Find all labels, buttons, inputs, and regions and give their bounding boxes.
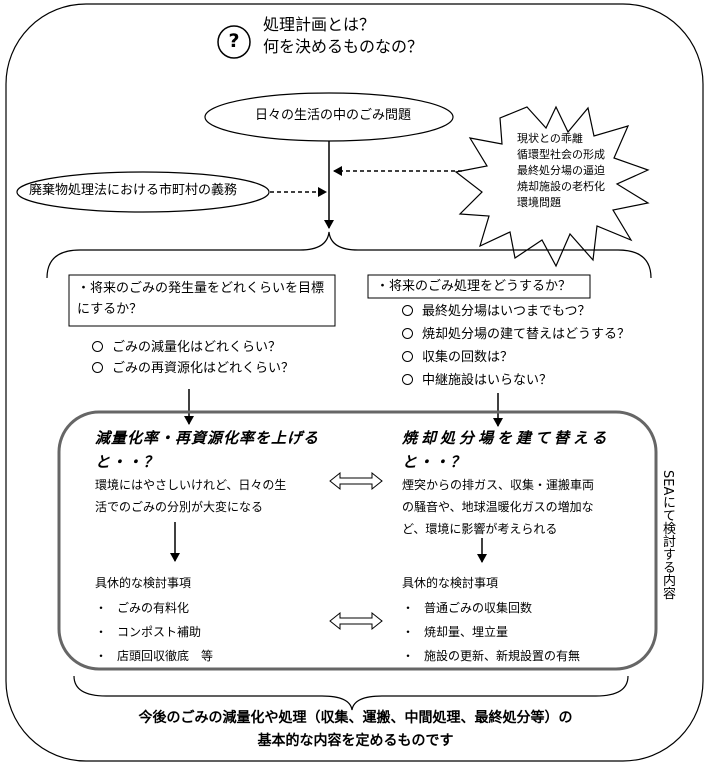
panel-left-item-text: 店頭回収徹底 等 xyxy=(117,649,214,663)
panel-left-heading2: と・・？ xyxy=(95,453,160,471)
upper-brace xyxy=(46,231,652,279)
bullet-dot-icon: ・ xyxy=(402,601,415,615)
burst-item: 循環型社会の形成 xyxy=(517,148,605,161)
panel-right-item: ・焼却量、埋立量 xyxy=(402,625,509,640)
circle-bullet-icon xyxy=(402,351,413,362)
right-bullet: 最終処分場はいつまでもつ？ xyxy=(402,304,591,320)
panel-left-item: ・ごみの有料化 xyxy=(95,601,190,616)
law-ellipse-label: 廃棄物処理法における市町村の義務 xyxy=(29,183,238,198)
panel-left-item: ・店頭回収徹底 等 xyxy=(95,649,214,664)
left-question-line2: にするか？ xyxy=(77,302,143,317)
panel-left-body1: 環境にはやさしいけれど、日々の生 xyxy=(95,478,287,492)
panel-right-item: ・普通ごみの収集回数 xyxy=(402,601,533,616)
bullet-dot-icon: ・ xyxy=(95,601,108,615)
left-bullet-text: ごみの再資源化はどれくらい？ xyxy=(112,361,295,376)
panel-left-item-text: コンポスト補助 xyxy=(117,625,202,639)
circle-bullet-icon xyxy=(92,341,103,352)
bullet-dot-icon: ・ xyxy=(95,649,108,663)
right-bullet-text: 収集の回数は？ xyxy=(422,350,514,365)
burst-item: 焼却施設の老朽化 xyxy=(517,180,605,193)
panel-left-item: ・コンポスト補助 xyxy=(95,625,202,640)
bullet-dot-icon: ・ xyxy=(95,625,108,639)
page-title-line2: 何を決めるものなの？ xyxy=(263,37,424,56)
lower-brace xyxy=(73,675,629,711)
left-bullet: ごみの再資源化はどれくらい？ xyxy=(92,361,295,377)
issue-ellipse-label: 日々の生活の中のごみ問題 xyxy=(255,108,412,123)
panel-right-item: ・施設の更新、新規設置の有無 xyxy=(402,649,581,664)
right-bullet: 焼却処分場の建て替えはどうする？ xyxy=(402,327,631,343)
circle-bullet-icon xyxy=(402,305,413,316)
left-bullet: ごみの減量化はどれくらい？ xyxy=(92,340,282,356)
panel-right-body1: 煙突からの排ガス、収集・運搬車両 xyxy=(402,478,595,492)
outer-frame xyxy=(5,3,704,762)
right-bullet-text: 中継施設はいらない？ xyxy=(422,373,553,388)
summary-line1: 今後のごみの減量化や処理（収集、運搬、中間処理、最終処分等）の xyxy=(138,710,573,726)
panel-right-item-text: 施設の更新、新規設置の有無 xyxy=(424,649,581,663)
right-bullet: 中継施設はいらない？ xyxy=(402,373,553,389)
left-question-box xyxy=(68,274,336,327)
right-bullet-text: 最終処分場はいつまでもつ？ xyxy=(422,304,591,319)
left-bullet-text: ごみの減量化はどれくらい？ xyxy=(112,340,282,355)
left-question-line1: ・将来のごみの発生量をどれくらいを目標 xyxy=(77,281,325,296)
panel-right-item-text: 普通ごみの収集回数 xyxy=(424,601,533,615)
question-badge: ? xyxy=(228,30,240,52)
double-arrow-bottom xyxy=(329,611,383,631)
page-title-line1: 処理計画とは？ xyxy=(263,15,376,34)
right-bullet-text: 焼却処分場の建て替えはどうする？ xyxy=(422,327,631,342)
circle-bullet-icon xyxy=(402,374,413,385)
panel-left-items-title: 具休的な検討事項 xyxy=(95,576,192,590)
sea-side-label: SEAにて検討する内容 xyxy=(660,470,675,600)
panel-right-body2: の騒音や、地球温暖化ガスの増加な xyxy=(402,500,594,514)
panel-right-item-text: 焼却量、埋立量 xyxy=(424,625,509,639)
panel-left-body2: 活でのごみの分別が大変になる xyxy=(95,500,264,514)
right-bullet: 収集の回数は？ xyxy=(402,350,514,366)
right-question-text: ・将来のごみ処理をどうするか？ xyxy=(376,279,572,294)
bullet-dot-icon: ・ xyxy=(402,625,415,639)
panel-right-heading1: 焼却処分場を建て替える xyxy=(402,429,611,447)
summary-line2: 基本的な内容を定めるものです xyxy=(257,733,454,749)
burst-item: 環境問題 xyxy=(517,196,561,209)
circle-bullet-icon xyxy=(92,362,103,373)
circle-bullet-icon xyxy=(402,328,413,339)
law-ellipse-shape xyxy=(16,171,270,213)
double-arrow-top xyxy=(329,471,383,491)
panel-right-items-title: 具休的な検討事項 xyxy=(402,576,499,590)
burst-item: 現状との乖離 xyxy=(517,132,583,145)
panel-right-heading2: と・・？ xyxy=(402,453,467,471)
panel-left-item-text: ごみの有料化 xyxy=(117,601,190,615)
question-badge-circle xyxy=(217,25,251,59)
panel-right-body3: ど、環境に影響が考えられる xyxy=(402,522,558,536)
right-question-box xyxy=(367,274,591,299)
sea-panel xyxy=(57,410,658,671)
bullet-dot-icon: ・ xyxy=(402,649,415,663)
panel-left-heading1: 減量化率・再資源化率を上げる xyxy=(95,429,320,447)
burst-item: 最終処分場の逼迫 xyxy=(517,164,605,177)
